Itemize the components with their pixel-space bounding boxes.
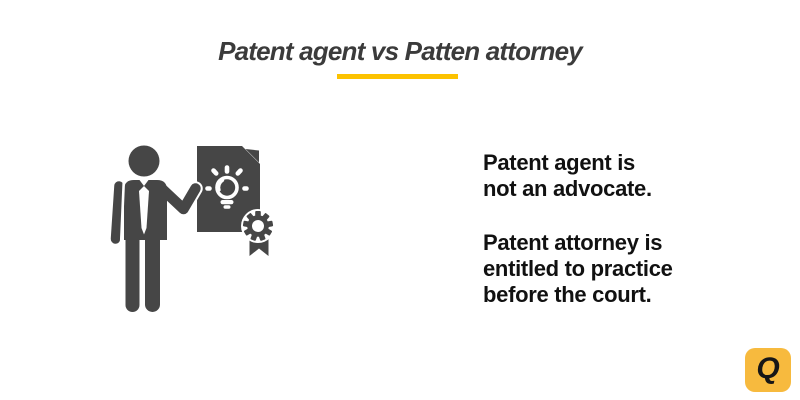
document-icon xyxy=(197,146,260,232)
brand-logo[interactable]: Q xyxy=(745,348,791,392)
paragraph-agent: Patent agent is not an advocate. xyxy=(483,150,652,201)
person-icon xyxy=(110,145,203,312)
body-text: Patent agent is not an advocate. Patent … xyxy=(483,150,713,308)
title-underline xyxy=(337,74,458,79)
paragraph-attorney: Patent attorney is entitled to practice … xyxy=(483,230,673,307)
lightbulb-icon xyxy=(205,165,249,209)
patent-illustration xyxy=(110,145,275,312)
seal-icon xyxy=(241,209,275,259)
logo-letter: Q xyxy=(756,352,780,385)
page-title: Patent agent vs Patten attorney xyxy=(218,36,583,66)
